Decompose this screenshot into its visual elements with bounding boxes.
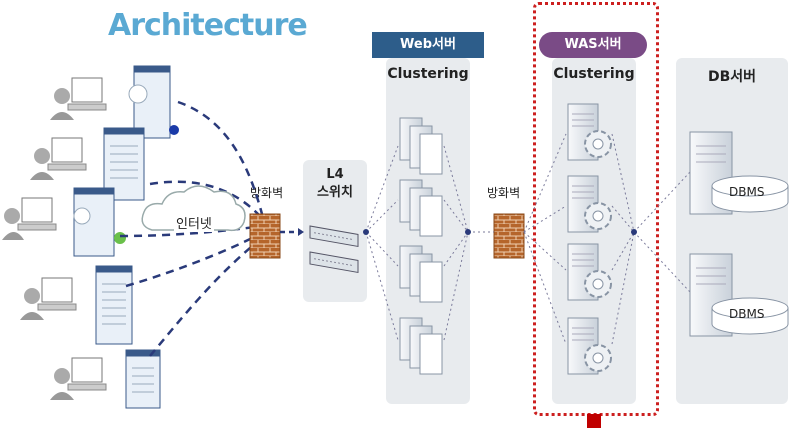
firewall-1	[249, 213, 281, 259]
firewall-label-1: 방화벽	[250, 186, 284, 200]
client-link-1	[177, 100, 264, 215]
web-server-4	[399, 317, 443, 375]
page-title: Architecture	[108, 8, 308, 43]
web-merge-node	[465, 229, 471, 235]
db-server-title: DB서버	[707, 69, 757, 85]
dbms-label-top-1: DBMS	[729, 185, 765, 199]
firewall-to-was-links	[523, 133, 567, 345]
web-page-window-5	[125, 349, 161, 409]
l4-switch-devices	[309, 225, 359, 274]
was-marker	[587, 414, 601, 428]
web-cluster-label: Clustering	[387, 66, 469, 82]
was-server-4	[567, 317, 612, 375]
web-page-window-1	[128, 65, 179, 139]
client-pc-3	[2, 197, 57, 240]
was-to-db-links	[611, 133, 691, 345]
firewall-2	[493, 213, 525, 259]
client-link-4	[125, 230, 265, 288]
l4-switch-label: L4 스위치	[303, 166, 367, 202]
client-pc-5	[50, 357, 107, 400]
was-cluster-label: Clustering	[553, 66, 635, 82]
was-merge-node	[631, 229, 637, 235]
switch-to-web-links	[365, 145, 399, 341]
db-server-column	[676, 58, 788, 404]
dbms-label-top-2: DBMS	[729, 307, 765, 321]
was-server-3	[567, 243, 612, 301]
db-servers	[689, 131, 789, 337]
client-link-5	[149, 235, 266, 357]
internet-label-top: 인터넷	[174, 213, 214, 232]
web-page-window-3	[73, 187, 126, 257]
client-pc-4	[20, 277, 77, 320]
client-link-3	[119, 224, 263, 238]
was-server-badge: WAS서버	[539, 32, 647, 58]
web-server-1	[399, 117, 443, 175]
switch-node	[363, 229, 369, 235]
client-computers	[2, 77, 107, 400]
web-servers	[399, 117, 443, 375]
client-pc-1	[50, 77, 107, 120]
l4-switch-label-line1: L4	[326, 167, 344, 182]
was-server-2	[567, 175, 612, 233]
web-page-windows	[73, 65, 179, 409]
client-pc-2	[30, 137, 87, 180]
client-link-2	[149, 180, 261, 217]
web-server-badge: Web서버	[372, 32, 484, 58]
firewall-label-2: 방화벽	[487, 186, 521, 200]
l4-switch-label-line2: 스위치	[317, 185, 353, 200]
web-server-2	[399, 179, 443, 237]
web-to-firewall-links	[443, 145, 494, 341]
was-server-1	[567, 103, 612, 161]
internet-cloud	[141, 185, 246, 232]
db-server-2	[689, 253, 789, 337]
db-server-1	[689, 131, 789, 215]
was-servers	[567, 103, 612, 375]
web-page-window-4	[95, 265, 133, 345]
web-server-3	[399, 245, 443, 303]
